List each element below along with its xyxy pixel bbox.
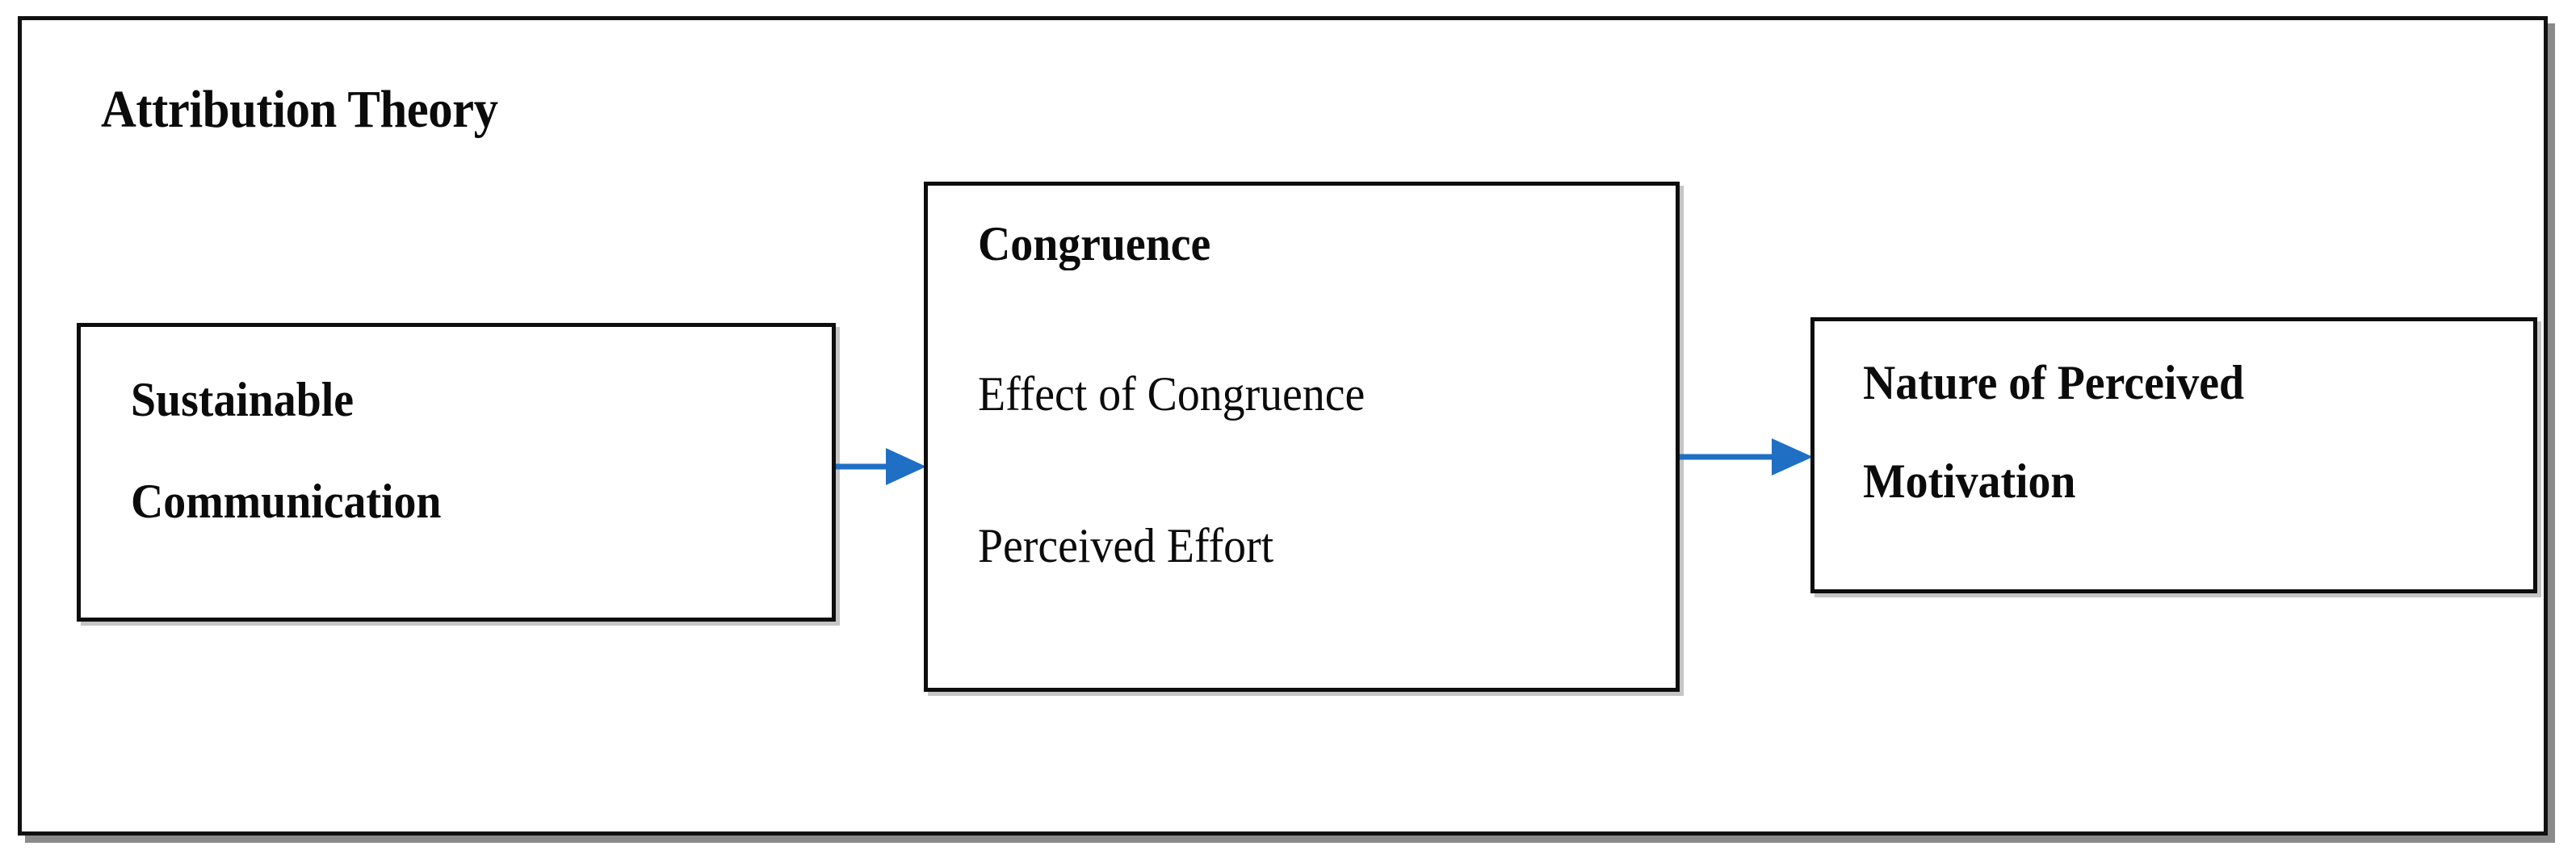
node-perceived-motivation-line-1: Nature of Perceived xyxy=(1863,356,2245,409)
arrow-head-icon xyxy=(1772,438,1813,475)
diagram-outer-frame: Attribution Theory Sustainable Communica… xyxy=(18,16,2548,836)
arrow-head-icon xyxy=(886,448,926,485)
node-sustainable-communication-line-1: Sustainable xyxy=(131,373,355,426)
node-sustainable-communication-line-2: Communication xyxy=(131,475,442,528)
node-sustainable-communication[interactable]: Sustainable Communication xyxy=(77,323,836,622)
node-perceived-motivation-line-2: Motivation xyxy=(1863,454,2076,508)
node-congruence-line-3: Perceived Effort xyxy=(978,519,1274,572)
arrow-congruence-to-perceived-motivation xyxy=(1680,438,1813,475)
node-congruence-line-1: Congruence xyxy=(978,217,1211,270)
arrow-sustainable-communication-to-congruence xyxy=(836,448,926,485)
node-congruence-line-2: Effect of Congruence xyxy=(978,367,1366,421)
node-perceived-motivation[interactable]: Nature of Perceived Motivation xyxy=(1810,317,2537,593)
diagram-title: Attribution Theory xyxy=(101,80,498,139)
node-congruence[interactable]: Congruence Effect of Congruence Perceive… xyxy=(924,182,1680,692)
